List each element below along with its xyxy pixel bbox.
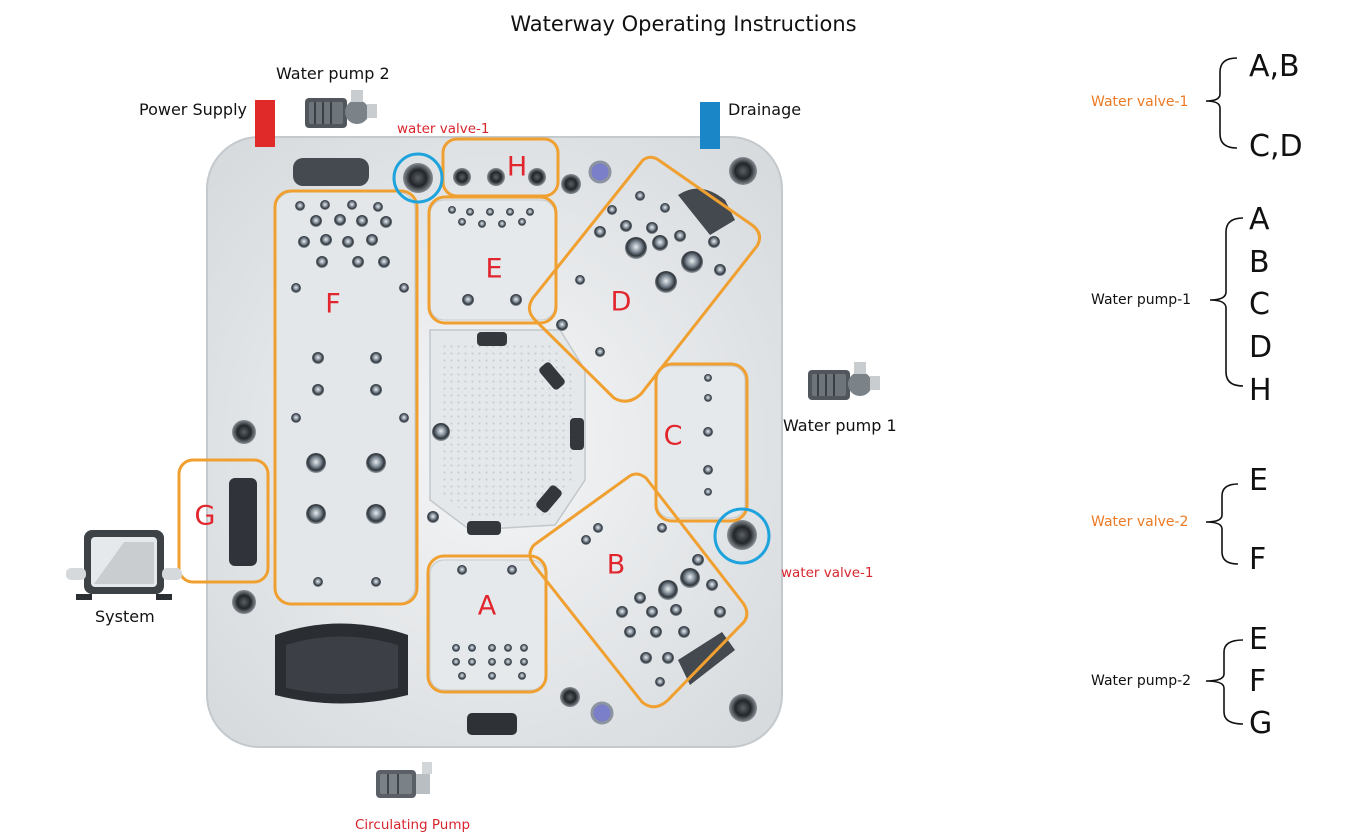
- system-control-box-icon: [66, 530, 182, 600]
- zone-label-a: A: [478, 591, 497, 622]
- legend-item: F: [1249, 664, 1267, 699]
- legend-item: H: [1249, 373, 1272, 408]
- jets: [291, 168, 726, 687]
- legend-item: E: [1249, 622, 1268, 657]
- zone-label-e: E: [485, 254, 502, 285]
- legend-item: E: [1249, 463, 1268, 498]
- legend-item: C: [1249, 287, 1270, 322]
- zone-outlines: [177, 137, 762, 709]
- drainage-label: Drainage: [728, 100, 802, 119]
- zone-label-g: G: [195, 501, 216, 532]
- spa-shell: [206, 136, 783, 748]
- valve-circle-right: [713, 507, 771, 565]
- zone-label-h: H: [507, 152, 527, 183]
- zone-label-d: D: [611, 287, 632, 318]
- legend-item: A,B: [1249, 49, 1300, 84]
- water-valve-top-label: water valve-1: [397, 121, 490, 137]
- zone-f-outline: [273, 189, 419, 606]
- power-supply-bar: [255, 100, 275, 147]
- zone-label-b: B: [607, 550, 626, 581]
- drainage-bar: [700, 102, 720, 149]
- legend-bracket-3: [1205, 483, 1239, 565]
- page-title: Waterway Operating Instructions: [510, 12, 857, 36]
- circulating-pump-icon: [376, 762, 432, 798]
- legend-title-water-valve-1: Water valve-1: [1091, 94, 1189, 110]
- legend-brackets: [1205, 57, 1244, 725]
- legend-bracket-2: [1209, 217, 1244, 387]
- legend-item: B: [1249, 245, 1270, 280]
- legend-item: D: [1249, 330, 1273, 365]
- legend-title-water-pump-1: Water pump-1: [1091, 292, 1192, 308]
- legend-title-water-pump-2: Water pump-2: [1091, 673, 1192, 689]
- zone-g-outline: [177, 458, 270, 584]
- zone-a-outline: [426, 554, 548, 694]
- water-pump-1-icon: [808, 362, 880, 400]
- legend-bracket-1: [1205, 57, 1238, 149]
- power-supply-label: Power Supply: [139, 100, 247, 119]
- zone-label-c: C: [664, 421, 683, 452]
- valve-circle-top: [392, 152, 444, 204]
- legend-item: F: [1249, 542, 1267, 577]
- legend-title-water-valve-2: Water valve-2: [1091, 514, 1189, 530]
- zone-h-outline: [441, 137, 560, 198]
- circulating-pump-label: Circulating Pump: [355, 817, 471, 833]
- legend-item: A: [1249, 202, 1270, 237]
- water-valve-right-label: water valve-1: [781, 565, 874, 581]
- zone-c-outline: [654, 362, 749, 523]
- zone-d-outline: [528, 155, 762, 403]
- legend-item: C,D: [1249, 129, 1303, 164]
- legend-bracket-4: [1205, 639, 1244, 725]
- water-pump-1-label: Water pump 1: [783, 416, 897, 435]
- zone-label-f: F: [325, 289, 341, 320]
- water-pump-2-label: Water pump 2: [276, 64, 390, 83]
- legend-item: G: [1249, 706, 1273, 741]
- water-pump-2-icon: [305, 90, 377, 128]
- zone-b-outline: [528, 472, 749, 709]
- system-label: System: [95, 607, 155, 626]
